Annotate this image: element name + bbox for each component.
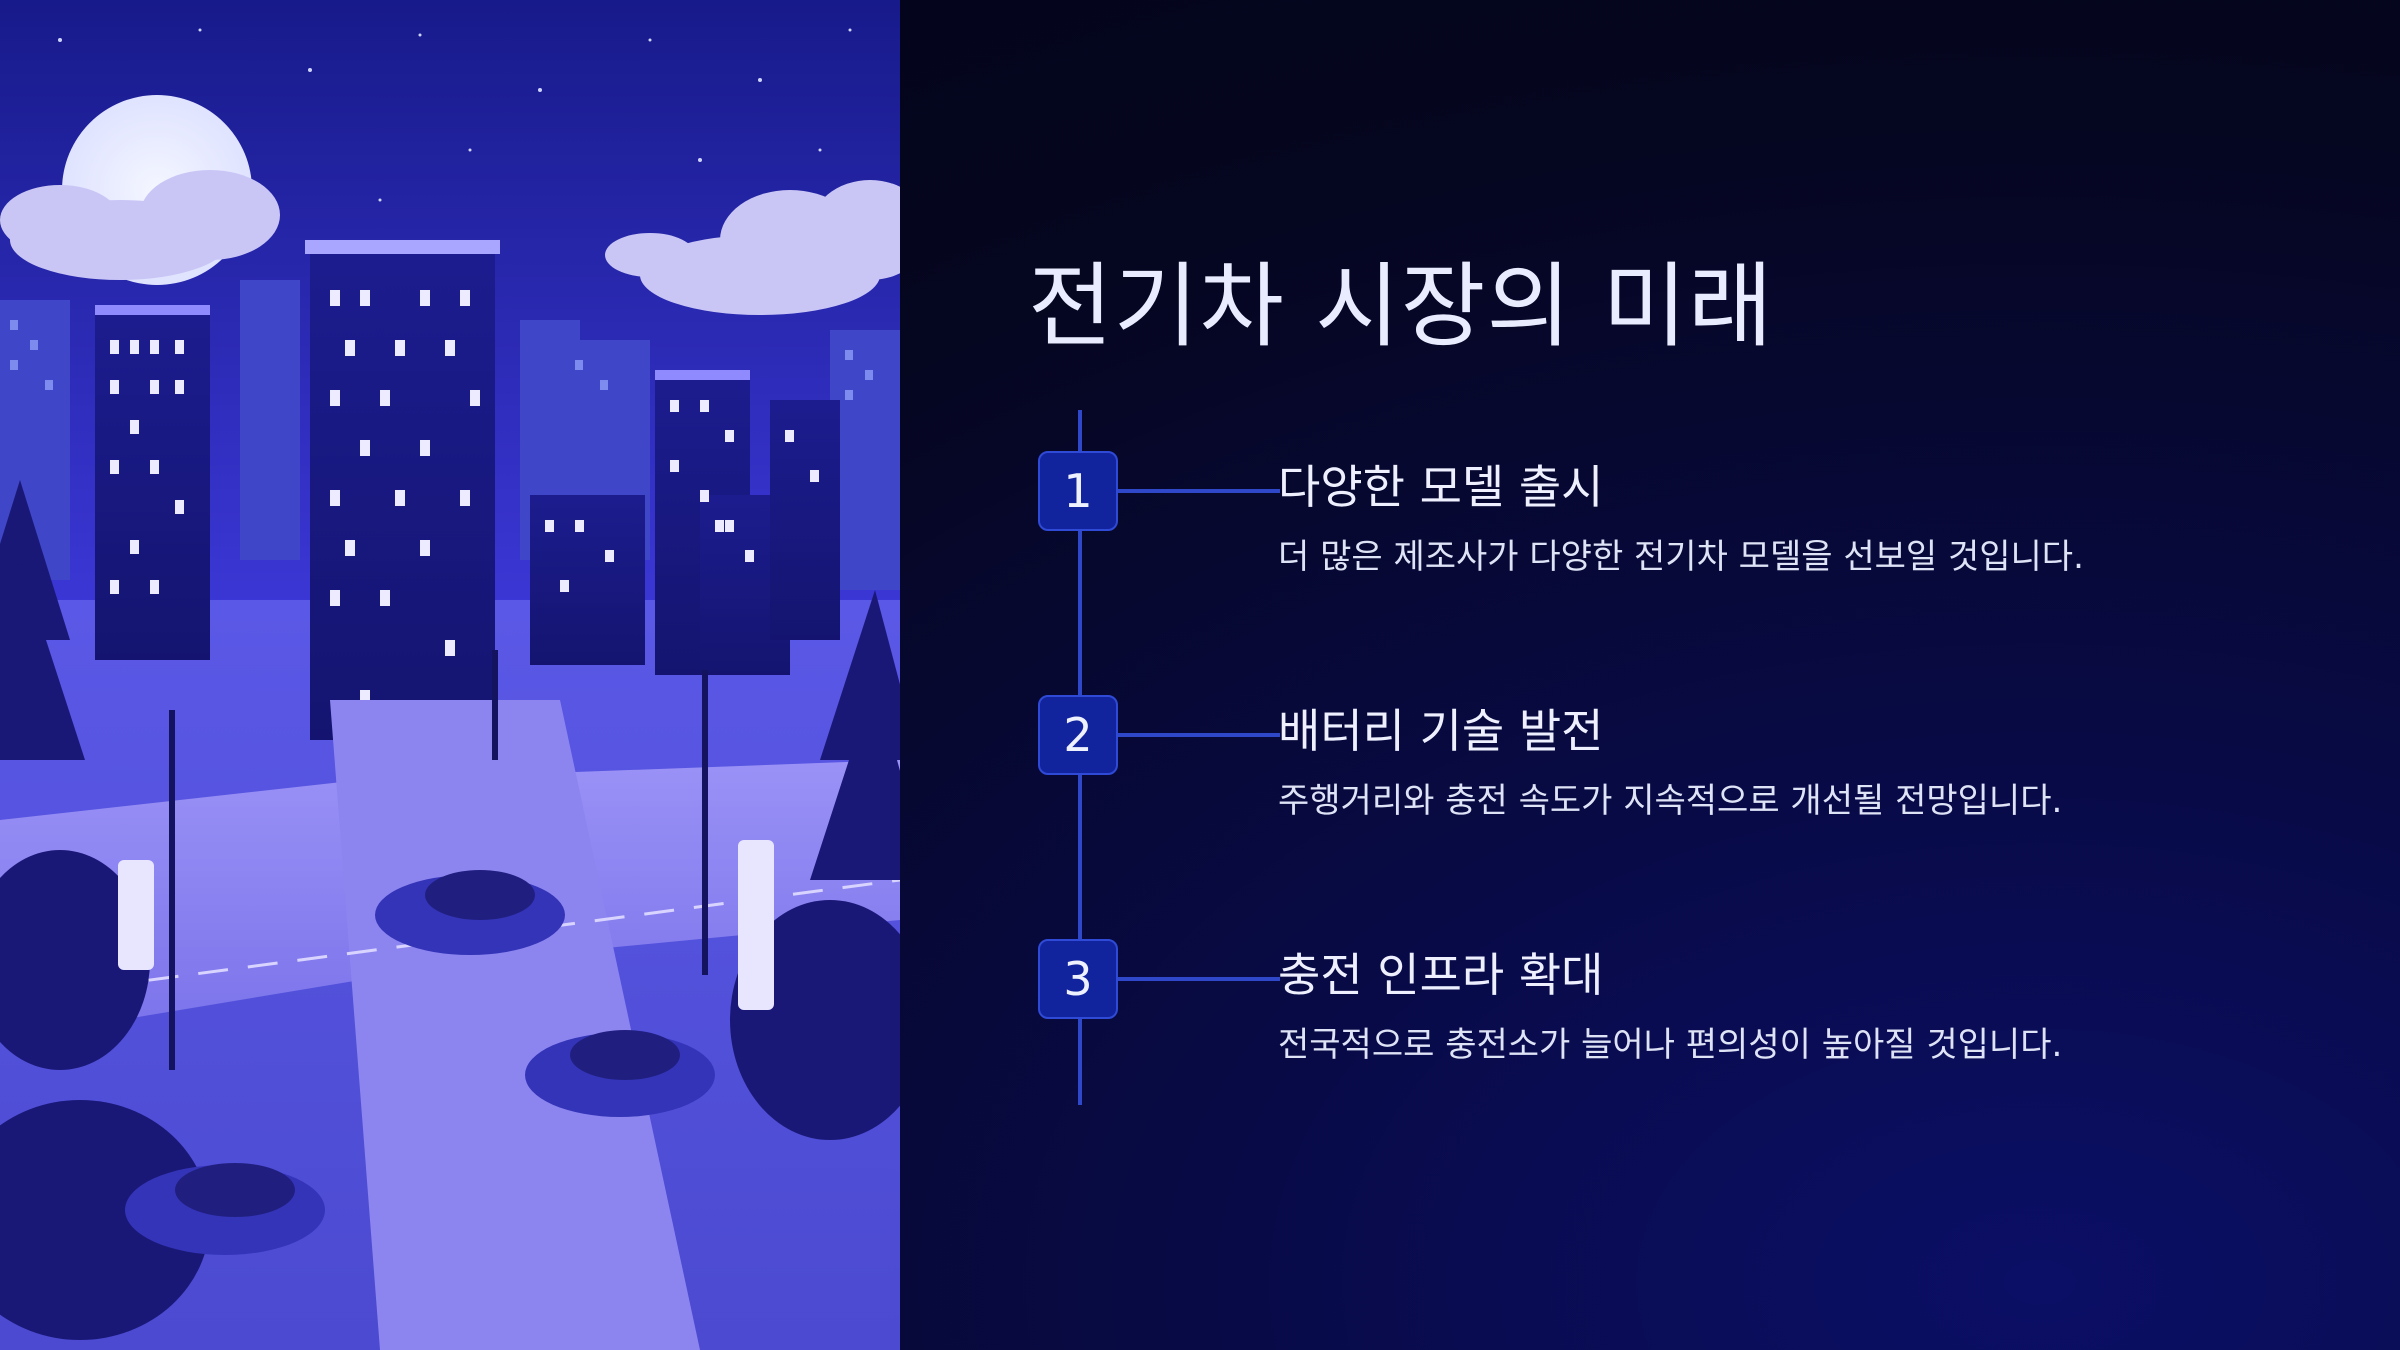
step-description: 더 많은 제조사가 다양한 전기차 모델을 선보일 것입니다. <box>1278 537 2084 577</box>
step-description: 전국적으로 충전소가 늘어나 편의성이 높아질 것입니다. <box>1278 1025 2063 1065</box>
step-description: 주행거리와 충전 속도가 지속적으로 개선될 전망입니다. <box>1278 781 2063 821</box>
step-connector <box>1118 733 1280 737</box>
step-title: 충전 인프라 확대 <box>1278 948 1604 1002</box>
step-number-badge: 3 <box>1038 939 1118 1019</box>
step-number-badge: 1 <box>1038 451 1118 531</box>
slide-title: 전기차 시장의 미래 <box>1028 253 1774 360</box>
step-connector <box>1118 489 1280 493</box>
step-connector <box>1118 977 1280 981</box>
city-illustration <box>0 0 900 1350</box>
step-title: 배터리 기술 발전 <box>1278 704 1604 758</box>
step-title: 다양한 모델 출시 <box>1278 460 1604 514</box>
step-number-badge: 2 <box>1038 695 1118 775</box>
